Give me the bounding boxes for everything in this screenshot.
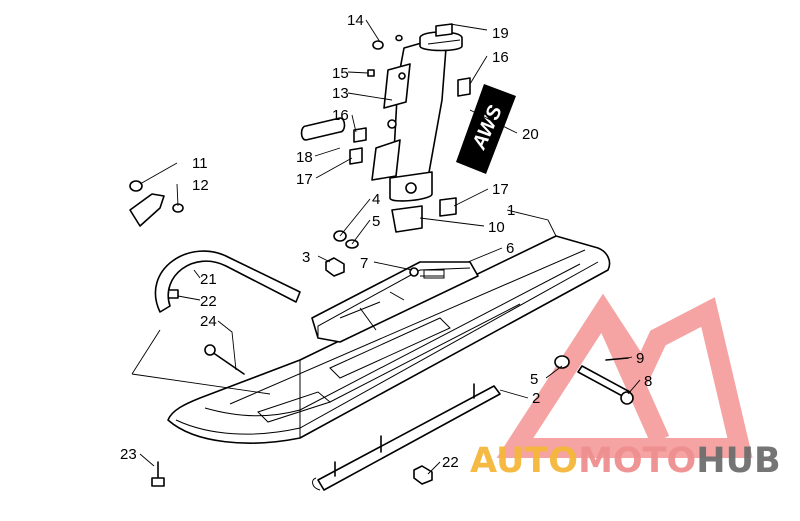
handle-loop: [154, 250, 301, 313]
callout-15: 15: [332, 65, 349, 82]
watermark-hub: HUB: [696, 441, 780, 481]
callout-2: 2: [532, 390, 540, 407]
callout-13: 13: [332, 85, 349, 102]
callout-5: 5: [372, 213, 380, 230]
callout-18: 18: [296, 149, 313, 166]
watermark-logo: [496, 293, 753, 458]
callout-8: 8: [644, 373, 652, 390]
callout-9: 9: [636, 350, 644, 367]
svg-text:AUTOMOTOHUB: AUTOMOTOHUB: [470, 441, 781, 481]
callout-24: 24: [200, 313, 217, 330]
callout-1: 1: [507, 202, 515, 219]
callout-22-lower: 22: [442, 454, 459, 471]
callout-23: 23: [120, 446, 137, 463]
watermark-moto: MOTO: [578, 441, 696, 481]
callout-10: 10: [488, 219, 505, 236]
watermark-auto: AUTO: [470, 441, 578, 481]
callout-12: 12: [192, 177, 209, 194]
hardware: [129, 23, 634, 487]
callouts: 14 19 16 15 13 16 20 18 17 11 12 4 17 1 …: [120, 12, 652, 471]
callout-17: 17: [296, 171, 313, 188]
callout-16-lower: 16: [332, 107, 349, 124]
aws-decal: AWS: [456, 84, 516, 174]
callout-19: 19: [492, 25, 509, 42]
callout-21: 21: [200, 271, 217, 288]
spindle: [371, 31, 463, 202]
callout-14: 14: [347, 12, 364, 29]
callout-3: 3: [302, 249, 310, 266]
callout-7: 7: [360, 255, 368, 272]
callout-17-lower: 17: [492, 181, 509, 198]
callout-22: 22: [200, 293, 217, 310]
wear-bar: [312, 383, 501, 491]
watermark-text: AUTOMOTOHUB: [470, 441, 781, 481]
callout-11: 11: [192, 155, 208, 172]
logo-triangle-mark: [496, 293, 753, 458]
callout-5-lower: 5: [530, 371, 538, 388]
callout-6: 6: [506, 240, 514, 257]
leader-lines: [131, 19, 641, 475]
callout-20: 20: [522, 126, 539, 143]
callout-4: 4: [372, 191, 380, 208]
saddle: [311, 261, 479, 379]
callout-16: 16: [492, 49, 509, 66]
ski-body: [167, 235, 611, 444]
